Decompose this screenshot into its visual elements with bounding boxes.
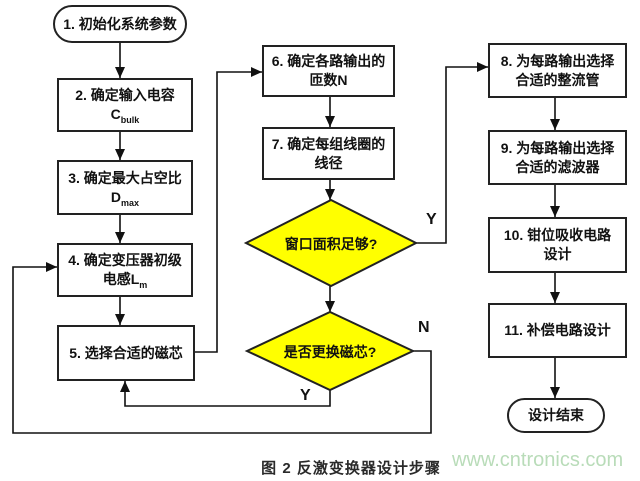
node-10-clamp-snubber-design: 10. 钳位吸收电路 设计	[488, 217, 627, 273]
node-9-select-filter: 9. 为每路输出选择 合适的滤波器	[488, 130, 627, 185]
branch-label-d1-yes: Y	[426, 211, 437, 228]
node-9-line2: 合适的滤波器	[515, 158, 600, 175]
node-end-design-complete: 设计结束	[507, 398, 605, 433]
node-4-primary-inductance: 4. 确定变压器初级 电感Lm	[57, 243, 193, 297]
node-8-line1: 8. 为每路输出选择	[500, 52, 615, 69]
node-8-select-rectifier: 8. 为每路输出选择 合适的整流管	[488, 43, 627, 98]
node-4-line1: 4. 确定变压器初级	[68, 252, 182, 268]
node-6-line2: 匝数N	[309, 72, 348, 88]
node-3-symbol: D	[110, 188, 122, 205]
node-8-line2: 合适的整流管	[515, 71, 600, 88]
node-2-line1: 2. 确定输入电容	[75, 87, 175, 103]
node-6-line1: 6. 确定各路输出的	[271, 53, 386, 69]
watermark-text: www.cntronics.com	[452, 449, 624, 471]
node-7-line1: 7. 确定每组线圈的	[271, 135, 386, 152]
decision-window-area-label: 窗口面积足够?	[284, 236, 378, 252]
node-2-symbol: C	[110, 106, 121, 122]
node-2-input-capacitance: 2. 确定输入电容 Cbulk	[57, 78, 193, 132]
decision-window-area-shape	[243, 198, 419, 288]
connector-d2-no-to-4	[12, 262, 432, 434]
node-3-line1: 3. 确定最大占空比	[68, 169, 182, 186]
node-4-symbol: 电感L	[102, 271, 140, 287]
branch-label-d2-yes: Y	[300, 387, 311, 404]
node-5-select-core: 5. 选择合适的磁芯	[57, 325, 195, 381]
node-4-line2: 电感Lm	[59, 270, 191, 289]
connector-d2-yes-to-5	[120, 381, 331, 407]
node-3-subscript: max	[121, 197, 140, 208]
node-3-line2: Dmax	[59, 188, 191, 207]
connector-5-to-6	[195, 67, 262, 353]
node-6-output-turns: 6. 确定各路输出的 匝数N	[262, 45, 395, 97]
node-10-line2: 设计	[543, 246, 572, 262]
node-2-line2: Cbulk	[59, 105, 191, 124]
decision-change-core-label: 是否更换磁芯?	[283, 344, 377, 360]
node-1-init-system-params: 1. 初始化系统参数	[53, 5, 187, 43]
node-11-compensation-design: 11. 补偿电路设计	[488, 303, 627, 358]
figure-caption: 图 2 反激变换器设计步骤	[261, 460, 441, 477]
node-7-wire-diameter: 7. 确定每组线圈的 线径	[262, 127, 395, 180]
node-2-subscript: bulk	[120, 114, 140, 125]
branch-label-d2-no: N	[418, 319, 430, 336]
decision-change-core-shape	[244, 310, 416, 392]
node-3-max-duty-cycle: 3. 确定最大占空比 Dmax	[57, 160, 193, 215]
node-10-line1: 10. 钳位吸收电路	[503, 227, 612, 243]
connector-d1-yes-to-8	[416, 62, 488, 244]
node-7-line2: 线径	[314, 154, 343, 171]
node-9-line1: 9. 为每路输出选择	[500, 139, 615, 156]
node-4-subscript: m	[139, 279, 148, 290]
